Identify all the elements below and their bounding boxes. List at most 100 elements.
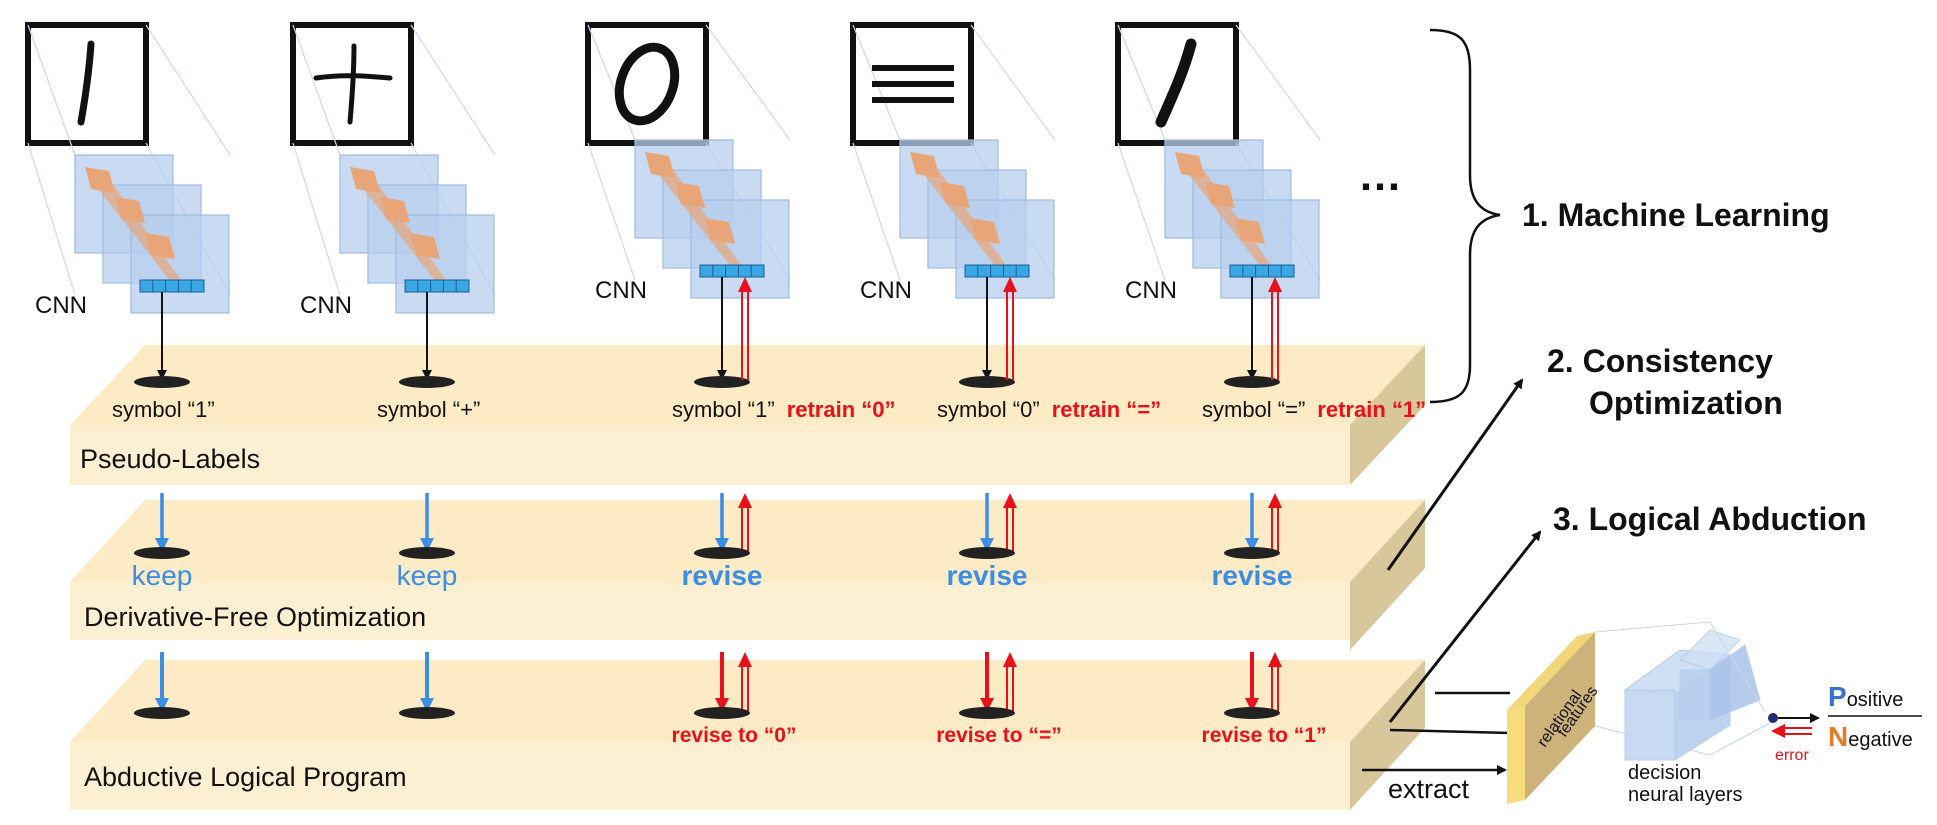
abduction-node [134,707,190,719]
dfo-feedback-arrow [738,493,752,551]
dfo-decision-label: keep [397,560,458,591]
symbol-text: symbol “+” [377,397,480,422]
dfo-node [959,547,1015,559]
handwritten-glyph [1155,38,1197,128]
symbol-label: symbol “+” [377,397,480,422]
pseudo-labels-slab [70,345,1425,485]
input-image-frame [25,22,149,146]
positive-rest: ositive [1847,689,1904,711]
ellipsis: … [1358,151,1402,200]
abduction-feedback-arrow [1268,652,1282,711]
symbol-text: symbol “1” [672,397,775,422]
input-image-frame [585,22,709,146]
feature-vector [139,279,205,293]
retrain-arrow [1003,277,1017,380]
abduction-node [694,707,750,719]
cnn-layers [339,154,495,314]
dfo-decision-label: keep [132,560,193,591]
pseudo-label-node [1224,376,1280,388]
retrain-arrow [738,277,752,380]
abduction-node [399,707,455,719]
projection-line [587,142,636,281]
cnn-layer [1220,199,1320,299]
error-arrow [1771,724,1812,738]
symbol-label: symbol “0” retrain “=” [937,397,1161,422]
step-consistency-line1: 2. Consistency [1547,343,1773,379]
projection-line [1235,24,1321,141]
dfo-decision-label: revise [682,560,763,591]
negative-rest: egative [1848,729,1913,751]
cnn-label: CNN [300,292,352,319]
error-label: error [1775,747,1809,764]
retrain-text: retrain “0” [787,397,896,422]
dfo-node [1224,547,1280,559]
dfo-node [694,547,750,559]
cnn-label: CNN [860,277,912,304]
cnn-layer [690,199,790,299]
cnn-layers [1164,139,1320,299]
projection-line [1117,142,1166,281]
column-3: CNN symbol “1” retrain “0” revise revise to … [585,22,896,747]
projection-line [852,142,901,281]
retrain-text: retrain “=” [1052,397,1161,422]
decision-label-line1: decision [1628,762,1701,784]
handwritten-glyph [77,40,95,126]
cnn-layers [74,154,230,314]
cnn-label: CNN [35,292,87,319]
pseudo-label-node [694,376,750,388]
pseudo-label-node [399,376,455,388]
dfo-node [399,547,455,559]
decision-label-line2: neural layers [1628,784,1743,806]
pseudo-label-node [134,376,190,388]
symbol-text: symbol “=” [1202,397,1305,422]
extract-label: extract [1388,774,1470,804]
projection-line [705,24,791,141]
pseudo-labels-label: Pseudo-Labels [80,444,260,474]
cnn-layer [395,214,495,314]
input-image-frame [1115,22,1239,146]
projection-line [292,142,341,296]
symbol-text: symbol “0” [937,397,1040,422]
feature-vector [1229,264,1295,278]
abduction-node [959,707,1015,719]
negative-label: Negative [1828,721,1913,752]
dfo-feedback-arrow [1268,493,1282,551]
positive-initial: P [1828,681,1847,712]
cnn-layers [634,139,790,299]
cnn-layer [130,214,230,314]
cnn-label: CNN [595,277,647,304]
abductive-label: Abductive Logical Program [84,762,407,792]
abduction-label: revise to “=” [936,724,1061,747]
symbol-label: symbol “=” retrain “1” [1202,397,1426,422]
cnn-layer [955,199,1055,299]
abduction-feedback-arrow [738,652,752,711]
handwritten-glyph [614,42,680,126]
abduction-label: revise to “0” [672,724,797,747]
dfo-decision-label: revise [947,560,1028,591]
pseudo-label-node [959,376,1015,388]
dfo-label: Derivative-Free Optimization [84,602,426,632]
dfo-feedback-arrow [1003,493,1017,551]
dfo-node [134,547,190,559]
projection-line [970,24,1056,141]
handwritten-glyph [313,43,393,125]
abduction-feedback-arrow [1003,652,1017,711]
abduction-label: revise to “1” [1202,724,1327,747]
kernel-wedge [89,177,183,287]
kernel-wedge [354,177,448,287]
column-2: CNN symbol “+” keep [290,22,496,719]
arrow-to-consistency [1386,378,1524,571]
symbol-label: symbol “1” [112,397,215,422]
relational-features-block [1507,632,1595,804]
column-4: CNN symbol “0” retrain “=” revise revise to … [850,22,1161,747]
column-1: CNN symbol “1” keep [25,22,231,719]
curly-brace [1429,28,1501,404]
symbol-text: symbol “1” [112,397,215,422]
decision-neural-layers [1594,621,1773,761]
retrain-text: retrain “1” [1317,397,1426,422]
abduction-node [1224,707,1280,719]
negative-initial: N [1828,721,1848,752]
step-consistency-line2: Optimization [1589,385,1783,421]
step-logical-abduction: 3. Logical Abduction [1553,501,1866,537]
